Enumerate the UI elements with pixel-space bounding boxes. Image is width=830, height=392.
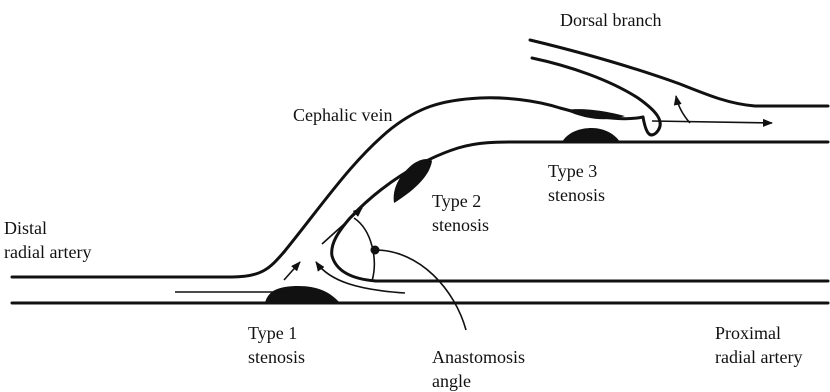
distal-radial-artery-label: Distal radial artery (4, 216, 91, 264)
angle-leader-line (375, 250, 466, 330)
cephalic-vein-text: Cephalic vein (293, 105, 392, 125)
proximal-radial-artery-line1: Proximal (715, 321, 802, 345)
distal-radial-artery-line1: Distal (4, 216, 91, 240)
angle-vertex-dot (371, 246, 380, 255)
flow-arrow-proximal (652, 121, 772, 123)
type1-stenosis-label: Type 1 stenosis (248, 321, 305, 369)
type3-stenosis-label: Type 3 stenosis (548, 159, 605, 207)
type2-stenosis-label: Type 2 stenosis (432, 189, 489, 237)
type2-stenosis-line2: stenosis (432, 213, 489, 237)
dorsal-branch-text: Dorsal branch (560, 10, 661, 30)
type2-stenosis-line1: Type 2 (432, 189, 489, 213)
type3-stenosis-line2: stenosis (548, 183, 605, 207)
flow-arrow-up-2 (322, 208, 362, 244)
anastomosis-angle-label: Anastomosis angle (432, 345, 525, 392)
proximal-radial-artery-label: Proximal radial artery (715, 321, 802, 369)
proximal-radial-artery-line2: radial artery (715, 345, 802, 369)
type3-stenosis-line1: Type 3 (548, 159, 605, 183)
anastomosis-angle-line2: angle (432, 369, 525, 392)
type1-stenosis-line2: stenosis (248, 345, 305, 369)
flow-arrow-dorsal (676, 96, 690, 123)
type2-stenosis (394, 159, 432, 203)
anastomosis-angle-line1: Anastomosis (432, 345, 525, 369)
type3-stenosis-upper (565, 109, 625, 119)
cephalic-vein-label: Cephalic vein (293, 103, 392, 127)
flow-arrow-up-1 (284, 262, 300, 280)
type1-stenosis (265, 286, 340, 303)
dorsal-branch-label: Dorsal branch (560, 8, 661, 32)
dorsal-branch-upper-wall (530, 40, 828, 106)
distal-radial-artery-line2: radial artery (4, 240, 91, 264)
type3-stenosis-lower (562, 128, 620, 142)
type1-stenosis-line1: Type 1 (248, 321, 305, 345)
